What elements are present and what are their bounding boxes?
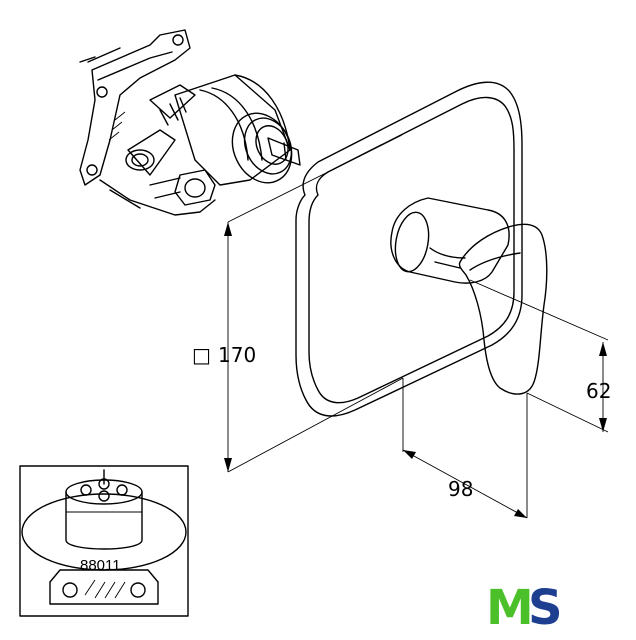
- cover-plate-illustration: [295, 81, 523, 417]
- logo-letter-m: M: [486, 580, 534, 636]
- lever-handle-illustration: [390, 197, 548, 395]
- dimension-label-62: 62: [586, 379, 611, 403]
- rough-in-valve-illustration: [79, 29, 301, 216]
- inset-box: [19, 465, 189, 617]
- dimension-lines: [224, 134, 609, 519]
- dimension-label-170: 170: [218, 343, 256, 367]
- ms-logo: M S: [486, 580, 563, 636]
- logo-letter-s: S: [528, 580, 563, 636]
- dimension-label-98: 98: [448, 477, 473, 501]
- inset-part-number: 88011: [80, 557, 121, 574]
- square-symbol: □: [192, 343, 211, 367]
